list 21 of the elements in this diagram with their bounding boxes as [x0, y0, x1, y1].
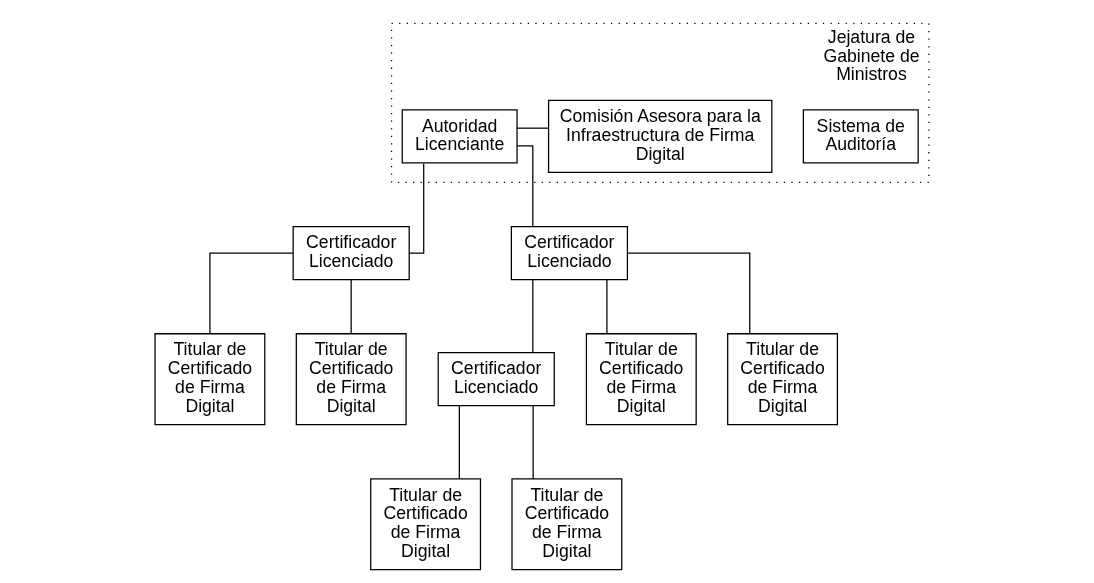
node-box: Certificador Licenciado: [437, 352, 555, 407]
node-box: Certificador Licenciado: [510, 225, 629, 281]
node-box: Titular de Certificado de Firma Digital: [511, 478, 623, 571]
connector: [209, 252, 294, 335]
connector: [626, 252, 751, 335]
node-box: Titular de Certificado de Firma Digital: [727, 333, 839, 426]
connector: [350, 279, 352, 335]
node-box: Titular de Certificado de Firma Digital: [370, 478, 482, 571]
node-box: Autoridad Licenciante: [401, 109, 518, 164]
connector: [458, 405, 460, 479]
connector: [532, 279, 534, 354]
node-box: Titular de Certificado de Firma Digital: [585, 333, 697, 426]
connector: [516, 145, 534, 228]
connector: [606, 279, 608, 335]
connector: [532, 405, 534, 479]
node-box: Titular de Certificado de Firma Digital: [154, 333, 266, 426]
node-box: Sistema de Auditoría: [802, 109, 919, 164]
node-box: Certificador Licenciado: [292, 225, 410, 281]
node-box: Titular de Certificado de Firma Digital: [295, 333, 407, 426]
node-box: Comisión Asesora para la Infraestructura de Firma Digital: [547, 99, 773, 173]
connector: [516, 127, 550, 129]
